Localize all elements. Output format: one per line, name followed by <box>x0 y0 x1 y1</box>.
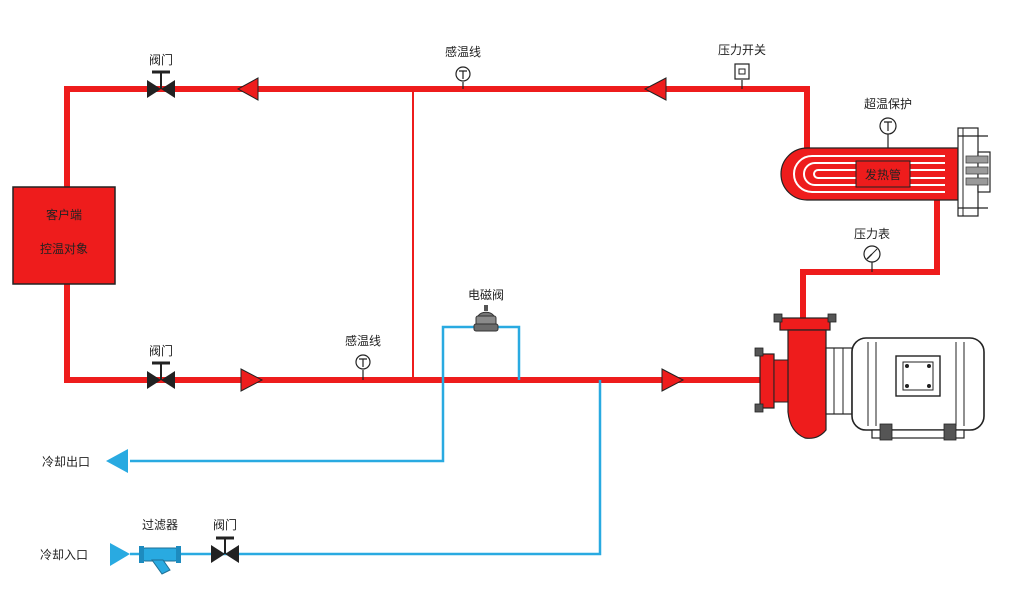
thermometer-icon <box>355 354 371 370</box>
valve-bottom[interactable]: 阀门 <box>147 343 175 389</box>
valve-top[interactable]: 阀门 <box>147 52 175 98</box>
cold-pipe-outlet <box>130 325 476 463</box>
client-label-1: 客户端 <box>46 207 82 222</box>
solenoid-valve[interactable]: 电磁阀 <box>468 287 504 332</box>
pressure-switch-label: 压力开关 <box>718 43 766 57</box>
client-box: 客户端 控温对象 <box>12 186 116 285</box>
gate-valve-icon <box>211 545 239 563</box>
hot-pipe-bottom <box>64 281 763 383</box>
cooling-inlet-arrow-icon <box>110 543 130 566</box>
temp-sensor-top: 感温线 <box>445 44 481 89</box>
cold-pipe-inlet <box>130 380 602 556</box>
temp-line-bottom-label: 感温线 <box>345 333 381 348</box>
heater-flange <box>957 127 991 217</box>
over-temp-label: 超温保护 <box>864 96 912 111</box>
filter-label: 过滤器 <box>142 518 178 532</box>
over-temp-sensor: 超温保护 <box>864 96 912 148</box>
pressure-gauge-label: 压力表 <box>854 227 890 241</box>
cold-pipe-network <box>130 325 602 556</box>
thermometer-icon <box>455 66 471 82</box>
flow-arrow-icon <box>240 368 264 392</box>
temp-sensor-bottom: 感温线 <box>345 333 381 380</box>
gate-valve-icon <box>147 80 175 98</box>
solenoid-valve-icon <box>473 305 499 332</box>
cooling-inlet-label: 冷却入口 <box>40 548 88 562</box>
flow-arrow-icon <box>661 368 685 392</box>
solenoid-label: 电磁阀 <box>468 287 504 302</box>
pressure-gauge: 压力表 <box>854 227 890 272</box>
pressure-switch-icon <box>734 63 750 80</box>
hot-pipe-network <box>64 86 940 383</box>
flow-arrow-icon <box>643 77 667 101</box>
y-strainer-icon <box>139 546 181 575</box>
pressure-gauge-icon <box>863 245 881 263</box>
valve-top-label: 阀门 <box>149 52 173 67</box>
hot-pipe-top <box>64 86 810 191</box>
flow-arrows <box>236 77 685 392</box>
thermometer-icon <box>879 117 897 135</box>
filter[interactable]: 过滤器 <box>139 518 181 575</box>
valve-bottom-label: 阀门 <box>149 343 173 358</box>
cooling-outlet-arrow-icon <box>106 449 128 473</box>
hot-pipe-heater-to-pump <box>800 197 940 321</box>
pressure-switch: 压力开关 <box>718 43 766 89</box>
valve-cold[interactable]: 阀门 <box>211 517 239 563</box>
heating-tube-label: 发热管 <box>865 167 901 182</box>
gate-valve-icon <box>147 371 175 389</box>
cooling-inlet: 冷却入口 <box>40 543 130 566</box>
temp-line-top-label: 感温线 <box>445 44 481 59</box>
heater: 发热管 <box>780 127 991 217</box>
flow-arrow-icon <box>236 77 259 101</box>
heater-coil <box>793 155 945 193</box>
client-label-2: 控温对象 <box>40 242 88 256</box>
cooling-outlet-label: 冷却出口 <box>42 455 90 469</box>
pump-motor <box>754 313 985 441</box>
cold-pipe-solenoid-return <box>496 325 521 380</box>
cooling-outlet: 冷却出口 <box>42 449 128 473</box>
valve-cold-label: 阀门 <box>213 517 237 532</box>
